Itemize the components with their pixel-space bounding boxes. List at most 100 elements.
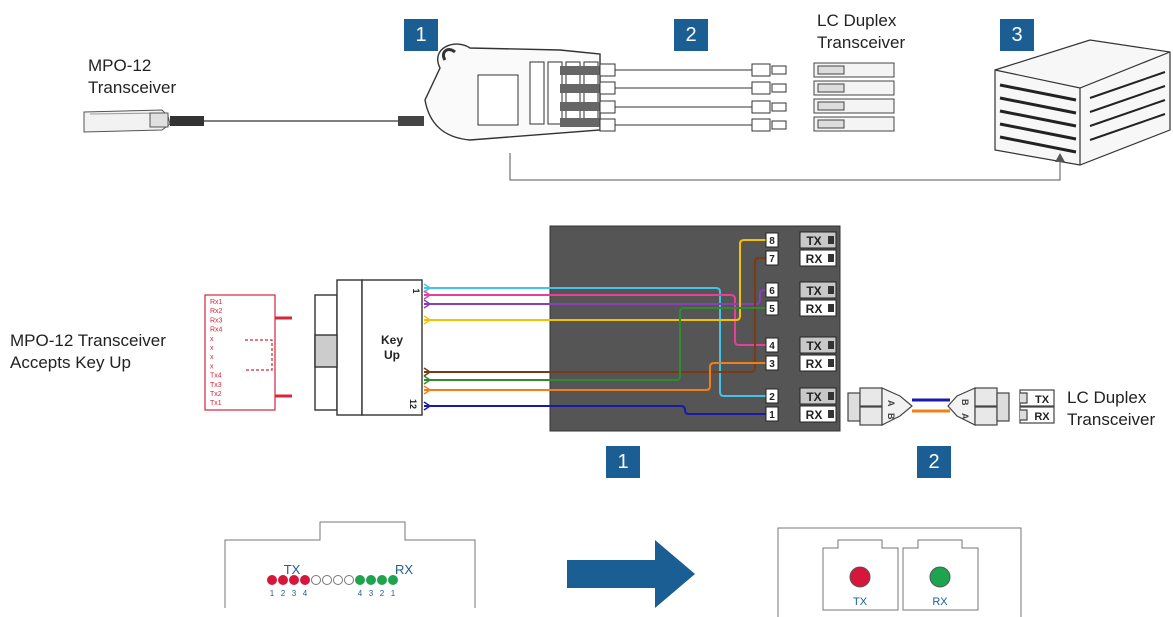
port-number: 5	[769, 304, 775, 315]
port-number: 7	[769, 254, 775, 265]
pin-label: x	[210, 363, 214, 370]
port-number: 2	[769, 392, 775, 403]
port-number: 8	[769, 236, 775, 247]
conversion-arrow	[567, 540, 695, 608]
fiber-dot	[322, 575, 332, 585]
top-lc-label: LC Duplex Transceiver	[817, 10, 905, 54]
fiber	[424, 405, 766, 415]
pin-label: Tx4	[210, 373, 222, 380]
lc-face-outline	[777, 527, 1022, 617]
top-badge-3: 3	[1000, 19, 1034, 51]
fiber-dot	[377, 575, 387, 585]
switch-chassis-image	[994, 39, 1171, 166]
port-number: 1	[769, 410, 775, 421]
rx-fiber-number: 2	[380, 589, 385, 598]
fiber	[424, 289, 766, 305]
lc-duplex-patch-cord	[847, 387, 1010, 426]
lc-face-tx-label: TX	[853, 596, 868, 608]
top-badge-2: 2	[674, 19, 708, 51]
fiber-dot	[267, 575, 277, 585]
middle-mpo-label-line2: Accepts Key Up	[10, 353, 131, 372]
middle-mpo-label-line1: MPO-12 Transceiver	[10, 331, 166, 350]
tx-fiber-number: 4	[303, 589, 308, 598]
pin-label: Rx1	[210, 299, 223, 306]
fiber-dot	[311, 575, 321, 585]
tx-fiber-number: 2	[281, 589, 286, 598]
mpo-face-outline	[224, 521, 476, 608]
lc-face-rx-label: RX	[932, 596, 948, 608]
fiber-routing	[423, 239, 766, 415]
top-mpo-label-line2: Transceiver	[88, 78, 177, 97]
top-mpo-label: MPO-12 Transceiver	[88, 55, 176, 99]
fiber	[424, 362, 766, 391]
mpo-pinout-box	[204, 294, 292, 411]
fiber-dot	[333, 575, 343, 585]
fiber-dot	[355, 575, 365, 585]
top-lc-label-line2: Transceiver	[817, 33, 906, 52]
port-6: 6 TX	[765, 281, 837, 299]
lc-letter-b-right: B	[960, 399, 970, 406]
middle-lc-label-line2: Transceiver	[1067, 410, 1156, 429]
mpo-transceiver-image	[83, 109, 424, 133]
top-routing-line	[509, 153, 1061, 181]
fiber-dot	[289, 575, 299, 585]
port-label: RX	[806, 408, 823, 422]
pin-label: x	[210, 336, 214, 343]
rx-fiber-number: 4	[358, 589, 363, 598]
fiber-dot	[300, 575, 310, 585]
mpo-face-tx-label: TX	[284, 562, 301, 577]
pin-label: Tx2	[210, 391, 222, 398]
top-mpo-label-line1: MPO-12	[88, 56, 152, 75]
fiber	[424, 287, 766, 397]
mpo-face-rx-label: RX	[395, 562, 413, 577]
port-label: TX	[806, 284, 821, 298]
middle-lc-label-line1: LC Duplex	[1067, 388, 1147, 407]
fiber	[424, 307, 766, 381]
pin-label: x	[210, 354, 214, 361]
middle-badge-1: 1	[606, 446, 640, 478]
lc-transceiver-tx: TX	[1035, 394, 1050, 406]
rx-fiber-number: 1	[391, 589, 396, 598]
port-label: RX	[806, 302, 823, 316]
lc-face-tx-dot	[849, 566, 871, 588]
lc-face-rx-dot	[929, 566, 951, 588]
top-patch-cords	[599, 63, 787, 132]
middle-mpo-label: MPO-12 Transceiver Accepts Key Up	[10, 330, 166, 374]
pin-label: x	[210, 345, 214, 352]
port-label: RX	[806, 357, 823, 371]
pin-label: Rx3	[210, 317, 223, 324]
mpo-connector	[314, 279, 423, 416]
port-label: TX	[806, 339, 821, 353]
port-number: 4	[769, 341, 775, 352]
top-lc-transceivers	[813, 62, 895, 132]
top-routing-arrowhead	[1055, 153, 1065, 162]
pin-label: Tx3	[210, 382, 222, 389]
fiber-position-1: 1	[411, 288, 421, 293]
port-1: 1 RX	[765, 405, 837, 423]
pin-label: Tx1	[210, 400, 222, 407]
port-label: TX	[806, 390, 821, 404]
port-number: 6	[769, 286, 775, 297]
key-up-label-line2: Up	[384, 348, 400, 362]
fiber-dot	[278, 575, 288, 585]
tx-fiber-number: 3	[292, 589, 297, 598]
top-cassette-image	[424, 43, 601, 141]
port-2: 2 TX	[765, 387, 837, 405]
tx-fiber-number: 1	[270, 589, 275, 598]
lc-transceiver-box	[1019, 389, 1055, 424]
middle-badge-2: 2	[917, 446, 951, 478]
lc-transceiver-rx: RX	[1034, 411, 1050, 423]
cassette-body	[549, 225, 841, 432]
key-up-label-line1: Key	[381, 333, 403, 347]
port-number: 3	[769, 359, 775, 370]
middle-lc-label: LC Duplex Transceiver	[1067, 387, 1155, 431]
pin-label: Rx2	[210, 308, 223, 315]
top-badge-1: 1	[404, 19, 438, 51]
fiber-dot	[344, 575, 354, 585]
fiber	[424, 239, 766, 321]
pin-label: Rx4	[210, 327, 223, 334]
rx-fiber-number: 3	[369, 589, 374, 598]
